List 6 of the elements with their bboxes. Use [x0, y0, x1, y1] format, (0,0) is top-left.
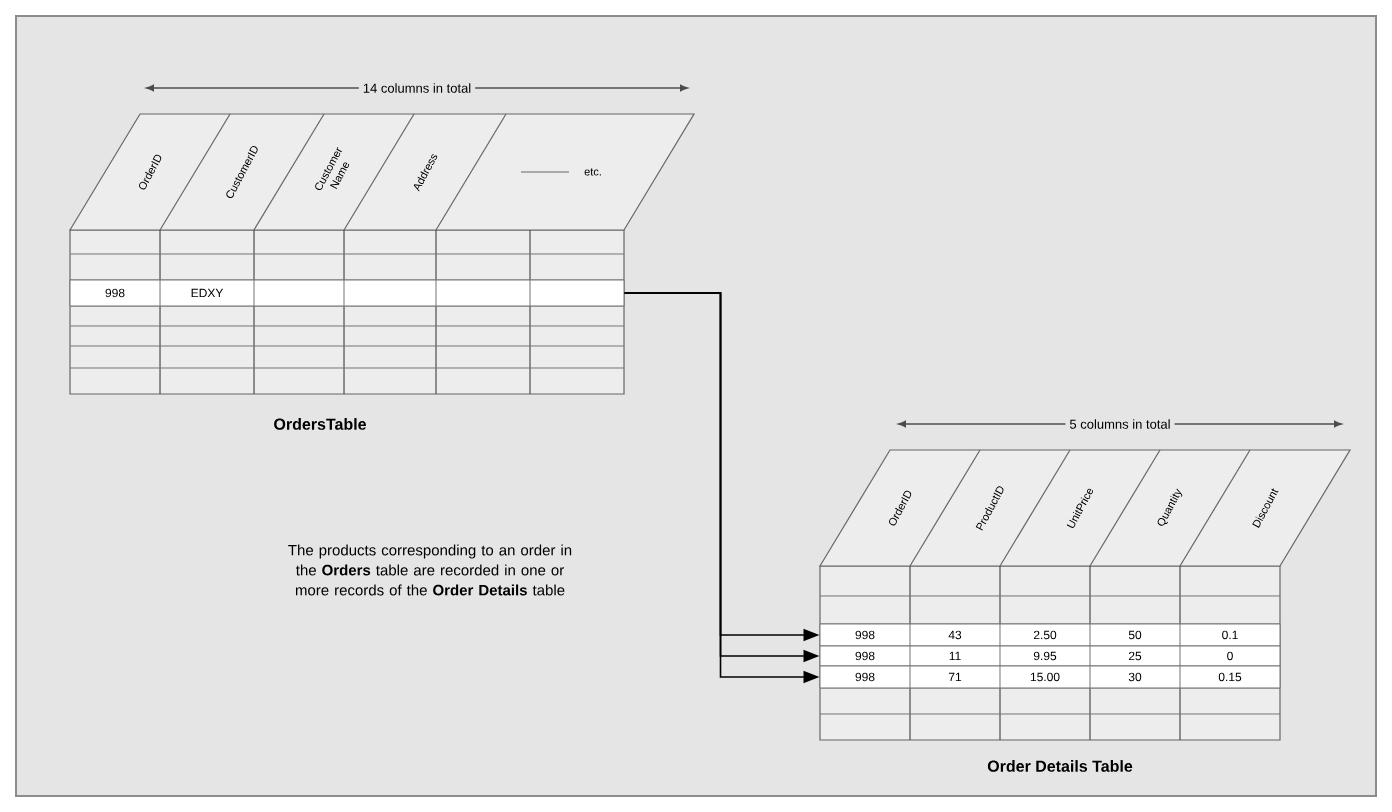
table-row: [69, 279, 625, 307]
table-row: [819, 645, 1281, 667]
table-row: [819, 623, 1281, 647]
table-caption: Order Details Table: [987, 760, 1133, 772]
table-caption: OrdersTable: [274, 418, 366, 430]
table-row: [819, 665, 1281, 689]
